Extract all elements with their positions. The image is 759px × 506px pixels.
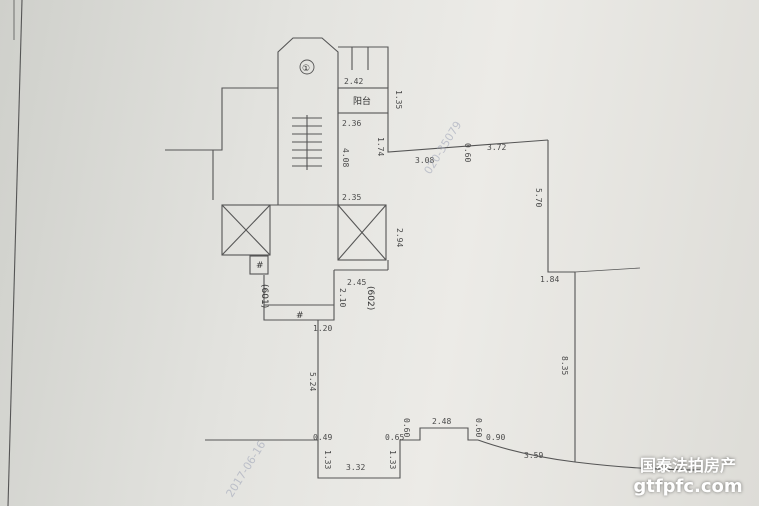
watermark-phone: 020-35079 [422,119,465,177]
balcony-box [337,87,389,114]
dimension-label: 0.60 [474,418,483,437]
dimension-label: 2.35 [342,193,361,202]
stair-tower-outline [277,37,339,205]
elevator-left [221,204,271,256]
dimension-label: 1.33 [323,450,332,469]
elevator-left-cross [221,204,271,256]
dimension-label: 0.90 [486,433,505,442]
dimension-label: 0.65 [385,433,404,442]
dimension-label: 2.94 [395,228,404,247]
dimension-label: 2.48 [432,417,451,426]
corridor-walls [263,270,335,321]
wall-left-main [205,319,334,441]
balcony-label: 阳台 [353,95,371,107]
duct-box-a [249,255,269,275]
dimension-label: 0.60 [402,418,411,437]
dimension-label: 1.33 [388,450,397,469]
circle-marker-label: ① [302,64,310,74]
dimension-label: 2.42 [344,77,363,86]
circle-marker [299,59,315,75]
dimension-label: 1.84 [540,275,559,284]
watermark-date: 2017-06-16 [224,438,269,499]
dimension-label: 4.08 [341,148,350,167]
dimension-label: 5.70 [534,188,543,207]
dimension-label: 2.36 [342,119,361,128]
curved-wall [477,439,701,471]
dimension-label: 3.32 [346,463,365,472]
wall-right [547,140,576,462]
unit-601-label: (601) [259,284,269,308]
dimension-label: 5.24 [308,372,317,391]
dimension-label: 0.49 [313,433,332,442]
dimension-label: 2.10 [338,288,347,307]
dimension-label: 1.20 [313,324,332,333]
brand-name: 国泰法拍房产 [639,456,736,475]
dimension-label: 1.35 [394,90,403,109]
dimension-label: 8.35 [560,356,569,375]
hash-label: # [256,261,264,271]
brand-watermark: 国泰法拍房产 gtfpfc.com [622,456,754,498]
outer-wall-right [574,267,641,273]
dimension-label: 2.45 [347,278,366,287]
wall-top-right [387,113,549,153]
dimension-label: 3.08 [415,156,434,165]
wall-bottom [317,427,478,479]
outer-wall-left [165,87,278,151]
hash-label: # [296,311,304,321]
dimension-label: 3.59 [524,451,543,460]
upper-rail [338,46,389,88]
elevator-right [337,204,387,261]
unit-602-label: (602) [365,286,375,310]
elevator-right-cross [337,204,387,261]
dimension-label: 0.60 [463,143,472,162]
dimension-label: 1.74 [376,137,385,156]
dimension-label: 3.72 [487,143,506,152]
brand-url: gtfpfc.com [633,476,743,497]
page-border-line [7,0,23,506]
